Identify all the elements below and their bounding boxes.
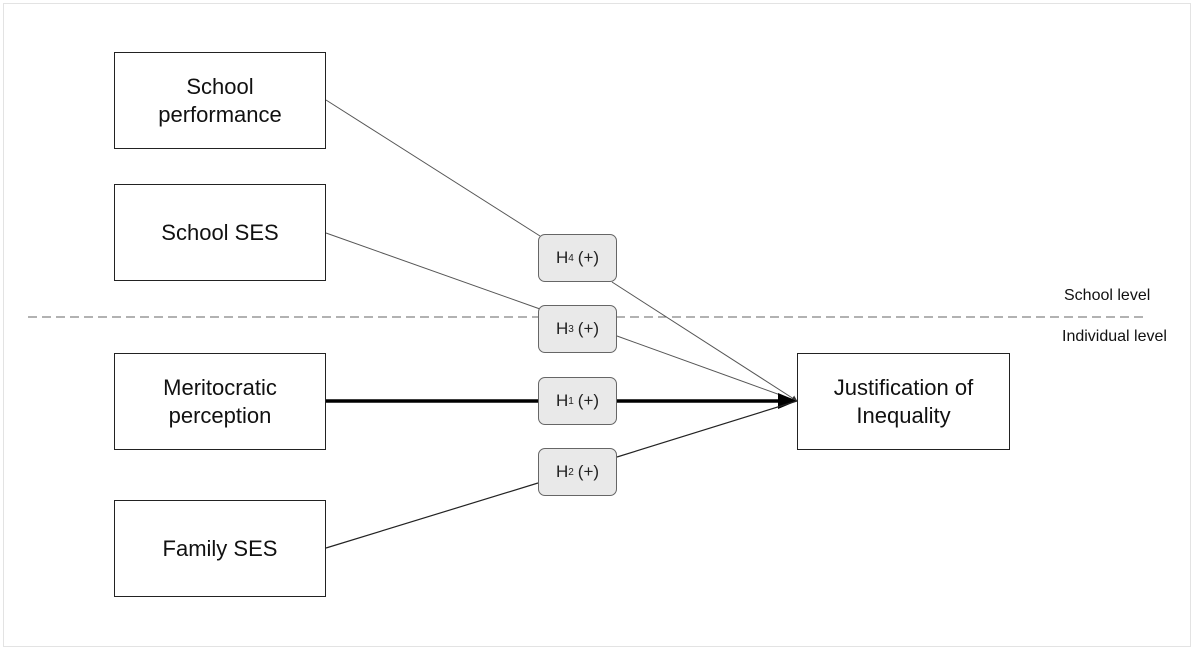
hyp-index: 1 bbox=[568, 395, 574, 407]
path-h2-out bbox=[616, 400, 798, 458]
meritocratic-perception-box: Meritocratic perception bbox=[114, 353, 326, 450]
hyp-index: 2 bbox=[568, 466, 574, 478]
path-h4-out bbox=[611, 281, 798, 402]
hyp-letter: H bbox=[555, 462, 569, 481]
path-h4-in bbox=[325, 99, 541, 237]
school-level-label: School level bbox=[1064, 287, 1151, 304]
school-performance-box: School performance bbox=[114, 52, 326, 149]
hyp-sign: (+) bbox=[577, 391, 600, 410]
path-h3-out bbox=[616, 335, 798, 402]
diagram-frame bbox=[3, 3, 1191, 647]
hyp-letter: H bbox=[555, 319, 569, 338]
hyp-sign: (+) bbox=[577, 319, 600, 338]
hyp-index: 3 bbox=[568, 323, 574, 335]
individual-level-label: Individual level bbox=[1062, 328, 1167, 345]
school-ses-box: School SES bbox=[114, 184, 326, 281]
hyp-letter: H bbox=[555, 248, 569, 267]
justification-box: Justification of Inequality bbox=[797, 353, 1010, 450]
hyp-index: 4 bbox=[568, 252, 574, 264]
hyp-letter: H bbox=[555, 391, 569, 410]
family-ses-box: Family SES bbox=[114, 500, 326, 597]
path-h2-in bbox=[325, 482, 539, 549]
hyp-sign: (+) bbox=[577, 248, 600, 267]
path-h3-in bbox=[325, 232, 541, 310]
hyp-sign: (+) bbox=[577, 462, 600, 481]
